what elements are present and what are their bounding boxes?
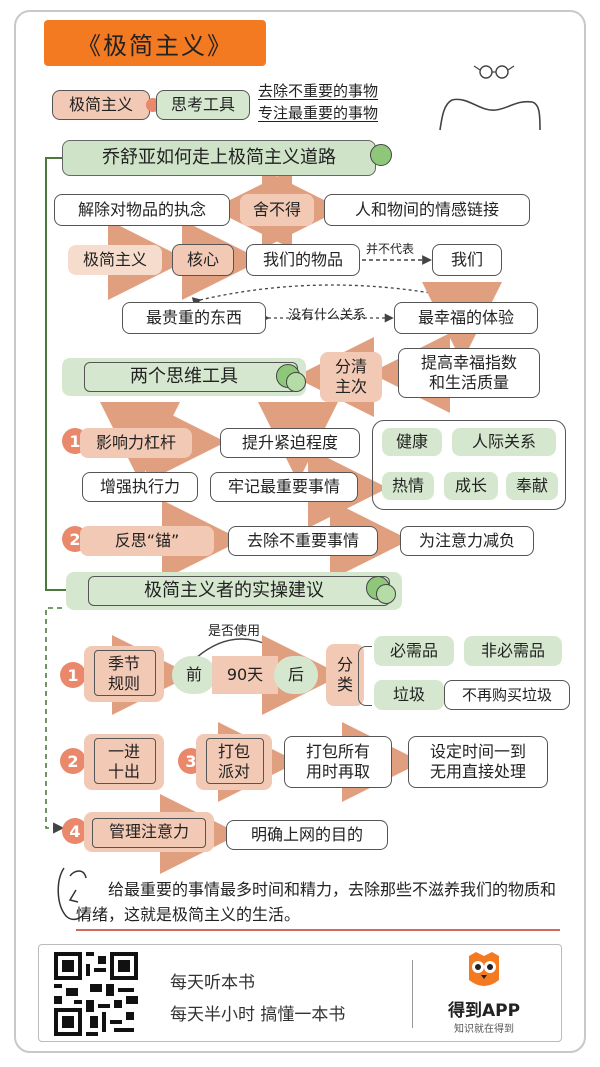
intro-tool: 思考工具: [156, 90, 250, 120]
section1-heading: 乔舒亚如何走上极简主义道路: [62, 140, 376, 176]
section2-heading: 极简主义者的实操建议: [66, 572, 402, 610]
improve-box: 提高幸福指数 和生活质量: [398, 348, 540, 398]
pack-box: 打包 派对: [196, 734, 272, 790]
intro-line2: 专注最重要的事物: [258, 104, 379, 122]
attention-number: 4: [62, 818, 88, 844]
value-growth: 成长: [444, 472, 498, 500]
classify-bracket: [358, 646, 372, 706]
core-box: 核心: [172, 244, 234, 276]
summary-text: 给最重要的事情最多时间和精力，去除那些不滋养我们的物质和情绪，这就是极简主义的生…: [76, 880, 557, 924]
pack-step1-box: 打包所有 用时再取: [284, 736, 392, 788]
urgency-box: 提升紧迫程度: [220, 428, 360, 458]
footer-line2: 每天半小时 搞懂一本书: [170, 1005, 346, 1025]
section2-circle-icon-2: [376, 584, 396, 604]
tools-circle-icon-2: [286, 372, 306, 392]
before-box: 前: [172, 656, 216, 694]
footer-line1: 每天听本书: [170, 973, 255, 993]
value-health: 健康: [382, 428, 442, 456]
values-frame: [372, 420, 566, 510]
ninety-days-box: 90天: [212, 656, 278, 694]
brand-name: 得到APP: [447, 1001, 521, 1021]
valuable-box: 最贵重的东西: [122, 302, 266, 334]
execution-box: 增强执行力: [82, 472, 198, 502]
attention-goal-box: 明确上网的目的: [226, 820, 388, 850]
nobuy-box: 不再购买垃圾: [444, 680, 570, 710]
value-passion: 热情: [382, 472, 434, 500]
season-number: 1: [60, 662, 86, 688]
reduce-box: 为注意力减负: [400, 526, 534, 556]
heading-circle-icon: [370, 144, 392, 166]
footer-frame: [38, 944, 562, 1042]
us-box: 我们: [432, 244, 502, 276]
noneed-box: 非必需品: [464, 636, 562, 666]
remember-box: 牢记最重要事情: [210, 472, 358, 502]
lever-box: 影响力杠杆: [80, 428, 192, 458]
happiest-box: 最幸福的体验: [394, 302, 538, 334]
intro-line1: 去除不重要的事物: [258, 82, 379, 100]
inout-box: 一进 十出: [84, 734, 164, 790]
not-represent-label: 并不代表: [366, 242, 415, 256]
qr-code[interactable]: [54, 952, 138, 1036]
after-box: 后: [274, 656, 318, 694]
page-title: 《极简主义》: [44, 20, 266, 66]
detach-box: 解除对物品的执念: [54, 194, 230, 226]
reluctant-box: 舍不得: [240, 194, 314, 226]
qr-code-graphic: [54, 952, 138, 1036]
value-relationships: 人际关系: [452, 428, 556, 456]
attention-inner-frame: [92, 818, 206, 848]
remove-box: 去除不重要事情: [228, 526, 378, 556]
dedao-owl-icon: [466, 950, 502, 990]
footer-divider: [412, 960, 414, 1028]
need-box: 必需品: [374, 636, 454, 666]
anchor-box: 反思“锚”: [80, 526, 214, 556]
intro-term: 极简主义: [52, 90, 150, 120]
pack-inner-frame: [206, 738, 264, 784]
tools-inner-frame: [84, 362, 298, 392]
use-question-label: 是否使用: [208, 624, 261, 639]
inout-inner-frame: [94, 738, 156, 784]
trash-box: 垃圾: [374, 680, 444, 710]
prioritize-box: 分清 主次: [320, 352, 382, 402]
section2-inner-frame: [88, 576, 390, 606]
core-term: 极简主义: [68, 245, 162, 275]
our-stuff-box: 我们的物品: [246, 244, 360, 276]
season-inner-frame: [94, 650, 156, 696]
pack-step2-box: 设定时间一到 无用直接处理: [408, 736, 548, 788]
inout-number: 2: [60, 748, 86, 774]
classify-box: 分 类: [326, 644, 364, 706]
value-contribution: 奉献: [506, 472, 558, 500]
brand-slogan: 知识就在得到: [454, 1024, 514, 1035]
two-tools-heading: 两个思维工具: [62, 358, 306, 396]
emotion-link-box: 人和物间的情感链接: [324, 194, 530, 226]
no-relation-label: 没有什么关系: [288, 308, 367, 323]
